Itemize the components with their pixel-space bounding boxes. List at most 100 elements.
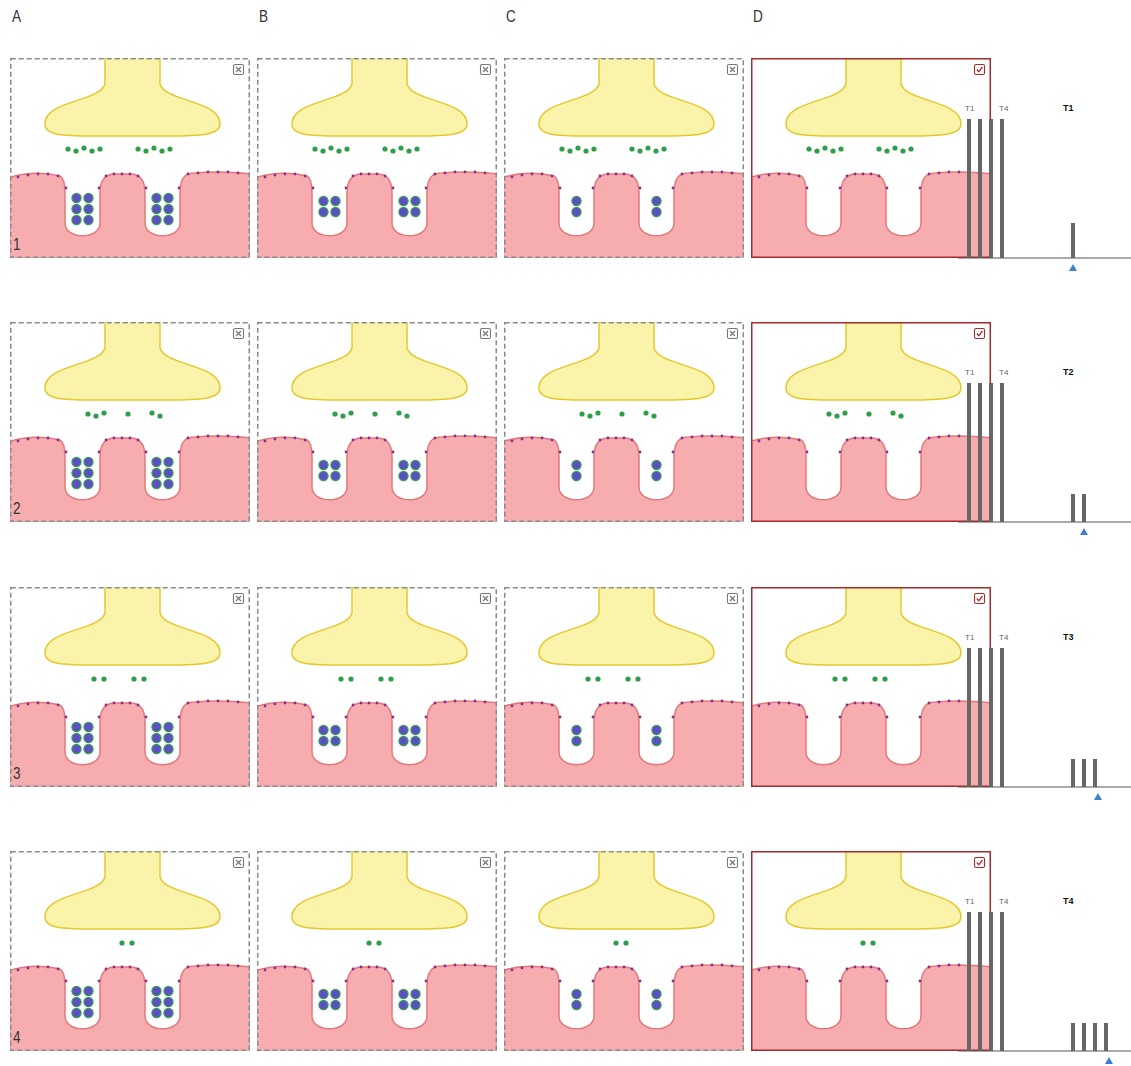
surface-receptor: [484, 965, 487, 968]
surface-receptor: [798, 175, 801, 178]
bound-receptor: [319, 471, 328, 480]
panel-frame: [258, 852, 497, 1051]
bound-receptor: [152, 457, 161, 466]
surface-receptor: [768, 703, 771, 706]
neurotransmitter-dot: [65, 146, 70, 151]
bound-receptor: [572, 736, 581, 745]
checked-box: [975, 594, 985, 604]
surface-receptor: [284, 437, 287, 440]
bound-receptor: [411, 725, 420, 734]
bound-receptor: [152, 722, 161, 731]
checked-box: [975, 329, 985, 339]
panel-content: [751, 58, 991, 258]
bound-receptor: [84, 479, 93, 488]
bound-receptor: [411, 989, 420, 998]
panel-frame: [505, 588, 744, 787]
neurotransmitter-dot: [822, 145, 827, 150]
surface-receptor: [425, 980, 428, 983]
bound-receptor: [72, 986, 81, 995]
surface-receptor: [392, 716, 395, 719]
neurotransmitter-dot: [832, 676, 837, 681]
neurotransmitter-dot: [125, 411, 130, 416]
surface-receptor: [98, 716, 101, 719]
nerve-terminal: [786, 851, 961, 929]
muscle-membrane: [751, 701, 991, 787]
bound-receptor: [331, 725, 340, 734]
neurotransmitter-dot: [119, 940, 124, 945]
surface-receptor: [17, 176, 20, 179]
surface-receptor: [294, 702, 297, 705]
surface-receptor: [798, 704, 801, 707]
checkbox-frame: [234, 65, 244, 75]
surface-receptor: [788, 702, 791, 705]
panel-content: [10, 58, 250, 258]
surface-receptor: [227, 700, 230, 703]
surface-receptor: [294, 173, 297, 176]
checkbox-cross: [483, 596, 488, 601]
surface-receptor: [672, 187, 675, 190]
surface-receptor: [425, 451, 428, 454]
surface-receptor: [145, 187, 148, 190]
surface-receptor: [958, 435, 961, 438]
surface-receptor: [511, 440, 514, 443]
surface-receptor: [207, 171, 210, 174]
stimulus-label: T1: [965, 634, 974, 642]
crossed-box: [481, 65, 491, 75]
surface-receptor: [701, 171, 704, 174]
neurotransmitter-dot: [81, 145, 86, 150]
row-number: 2: [13, 500, 21, 517]
surface-receptor: [37, 966, 40, 969]
bound-receptor: [164, 468, 173, 477]
surface-receptor: [312, 451, 315, 454]
train-of-four-chart: [958, 648, 1131, 800]
surface-receptor: [806, 980, 809, 983]
train-of-four-chart: [958, 119, 1131, 271]
surface-receptor: [839, 451, 842, 454]
bound-receptor: [152, 468, 161, 477]
bound-receptor: [72, 722, 81, 731]
surface-receptor: [129, 437, 132, 440]
bound-receptor: [319, 196, 328, 205]
nerve-terminal: [786, 322, 961, 400]
surface-receptor: [948, 435, 951, 438]
surface-receptor: [701, 700, 704, 703]
surface-receptor: [425, 716, 428, 719]
neurotransmitter-dot: [101, 410, 106, 415]
crossed-box: [728, 65, 738, 75]
neurotransmitter-dot: [826, 411, 831, 416]
surface-receptor: [65, 980, 68, 983]
surface-receptor: [345, 187, 348, 190]
surface-receptor: [639, 451, 642, 454]
neurotransmitter-dot: [814, 148, 819, 153]
surface-receptor: [444, 965, 447, 968]
bound-receptor: [152, 986, 161, 995]
control-bar: [1000, 912, 1004, 1051]
surface-receptor: [384, 968, 387, 971]
checkbox-frame: [234, 329, 244, 339]
row-number: 3: [13, 765, 21, 782]
junction-panel: [749, 585, 993, 789]
surface-receptor: [121, 966, 124, 969]
panel-content: [751, 587, 991, 787]
surface-receptor: [511, 969, 514, 972]
surface-receptor: [521, 438, 524, 441]
surface-receptor: [27, 967, 30, 970]
checkbox-cross: [483, 67, 488, 72]
bound-receptor: [72, 997, 81, 1006]
surface-receptor: [948, 964, 951, 967]
control-bar: [989, 648, 993, 787]
surface-receptor: [531, 966, 534, 969]
column-letter: C: [506, 8, 516, 25]
bound-receptor: [319, 736, 328, 745]
bound-receptor: [152, 1008, 161, 1017]
control-bar: [967, 912, 971, 1051]
surface-receptor: [846, 968, 849, 971]
column-letter: B: [259, 8, 268, 25]
surface-receptor: [592, 716, 595, 719]
muscle-membrane: [10, 436, 250, 522]
surface-receptor: [360, 173, 363, 176]
surface-receptor: [98, 451, 101, 454]
muscle-membrane: [257, 701, 497, 787]
surface-receptor: [444, 172, 447, 175]
surface-receptor: [631, 175, 634, 178]
